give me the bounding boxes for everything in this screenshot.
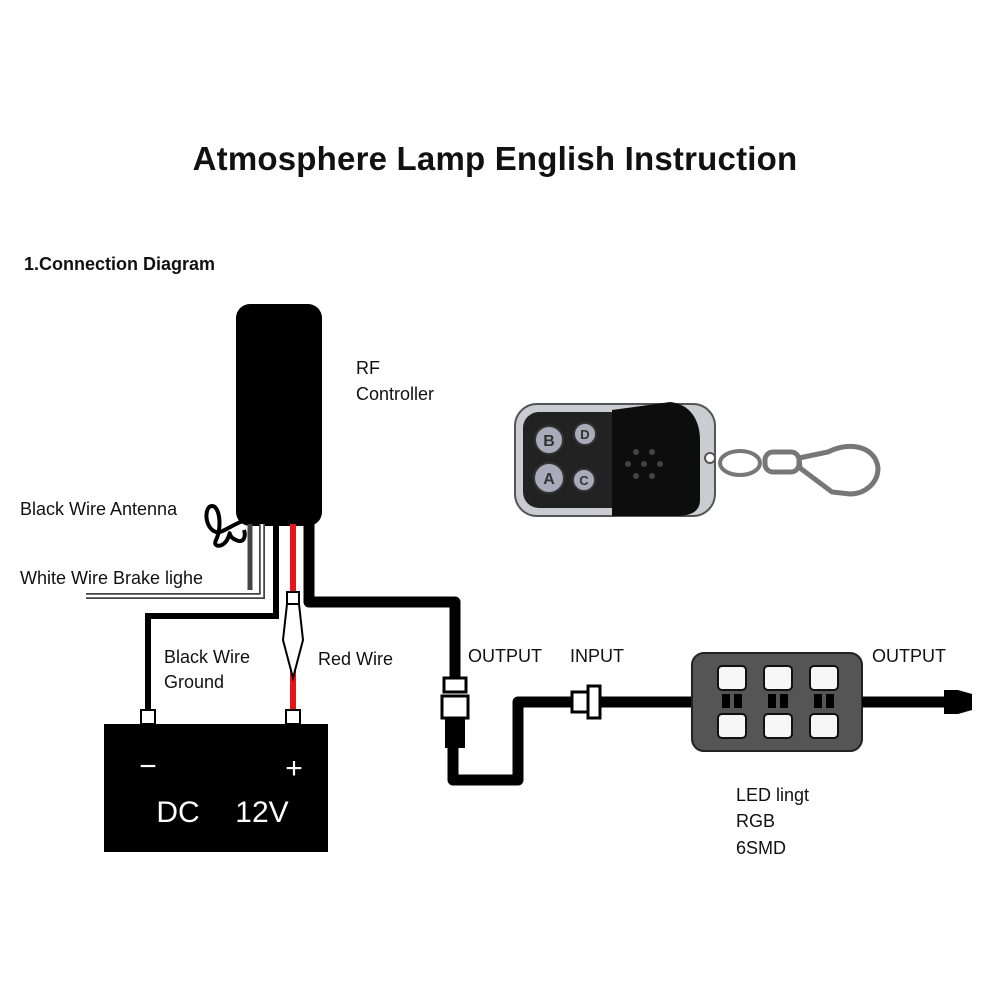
battery: [104, 724, 328, 852]
battery-dc-label: DC: [156, 796, 199, 829]
rf-controller-box: [236, 304, 322, 526]
remote-button-c: C: [579, 473, 589, 488]
ground-label-line1: Black Wire: [164, 647, 250, 667]
output-connector-1-sleeve: [445, 718, 465, 748]
input-connector-ring: [586, 684, 602, 720]
remote-button-a: A: [543, 471, 555, 488]
rf-label-line2: Controller: [356, 384, 434, 404]
battery-plus-terminal: [285, 709, 301, 725]
section-title: 1.Connection Diagram: [24, 254, 216, 274]
battery-minus-terminal: [140, 709, 156, 725]
page-title: Atmosphere Lamp English Instruction: [192, 140, 798, 177]
output-connector-2: [944, 690, 958, 714]
output-label-2: OUTPUT: [872, 646, 946, 666]
rf-label-line1: RF: [356, 358, 380, 378]
ground-wire: [145, 524, 279, 716]
output-label-1: OUTPUT: [468, 646, 542, 666]
output-cable-1: [303, 524, 461, 678]
input-label: INPUT: [570, 646, 624, 666]
fuse-icon: [281, 603, 305, 682]
led-label-line1: LED lingt: [736, 785, 809, 805]
output-connector-1-top: [442, 676, 468, 694]
battery-plus-label: +: [285, 752, 303, 785]
output-connector-1-body: [440, 694, 470, 720]
led-chips: [722, 694, 834, 708]
link-cable: [447, 696, 576, 786]
lobster-clasp: [796, 443, 881, 497]
battery-minus-label: −: [139, 750, 157, 783]
ground-label-line2: Ground: [164, 672, 224, 692]
battery-volt-label: 12V: [235, 796, 288, 829]
led-pads: [717, 665, 839, 739]
antenna-label: Black Wire Antenna: [20, 499, 178, 519]
input-connector-cap: [570, 690, 590, 714]
key-ring: [718, 449, 762, 477]
output-connector-2-tip: [958, 690, 972, 714]
remote-button-b: B: [543, 433, 555, 450]
speaker-dots: [625, 449, 663, 479]
fuse-cap-top: [286, 591, 300, 605]
remote-button-d: D: [580, 427, 589, 442]
remote-keyfob: B D A C: [514, 402, 881, 517]
remote-cover: [612, 402, 700, 516]
led-label-line3: 6SMD: [736, 838, 786, 858]
brake-wire-label: White Wire Brake lighe: [20, 568, 203, 588]
antenna-coil: [204, 503, 247, 548]
swivel: [762, 449, 802, 475]
red-wire-label: Red Wire: [318, 649, 393, 669]
brake-wire: [86, 524, 264, 598]
led-label-line2: RGB: [736, 811, 775, 831]
